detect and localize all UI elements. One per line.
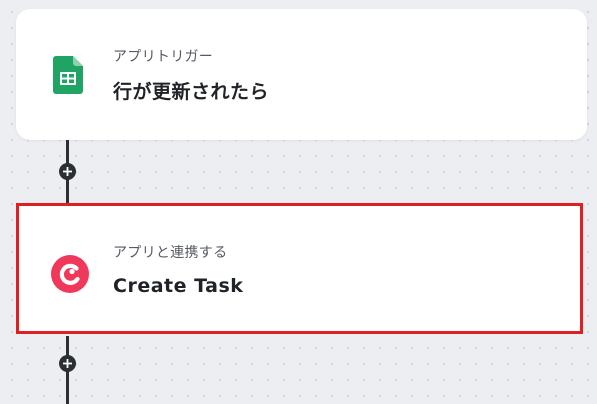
google-sheets-icon (53, 56, 83, 94)
action-step-card[interactable]: アプリと連携する Create Task (16, 203, 583, 334)
trigger-step-title: 行が更新されたら (113, 81, 270, 103)
trigger-step-card[interactable]: アプリトリガー 行が更新されたら (16, 9, 587, 140)
action-step-kicker: アプリと連携する (113, 245, 228, 261)
trigger-step-kicker: アプリトリガー (113, 49, 214, 65)
plus-icon (63, 167, 72, 176)
action-step-title: Create Task (113, 275, 244, 297)
add-step-button[interactable] (59, 163, 76, 180)
app-logo-icon (49, 253, 91, 295)
add-step-button[interactable] (59, 355, 76, 372)
plus-icon (63, 359, 72, 368)
